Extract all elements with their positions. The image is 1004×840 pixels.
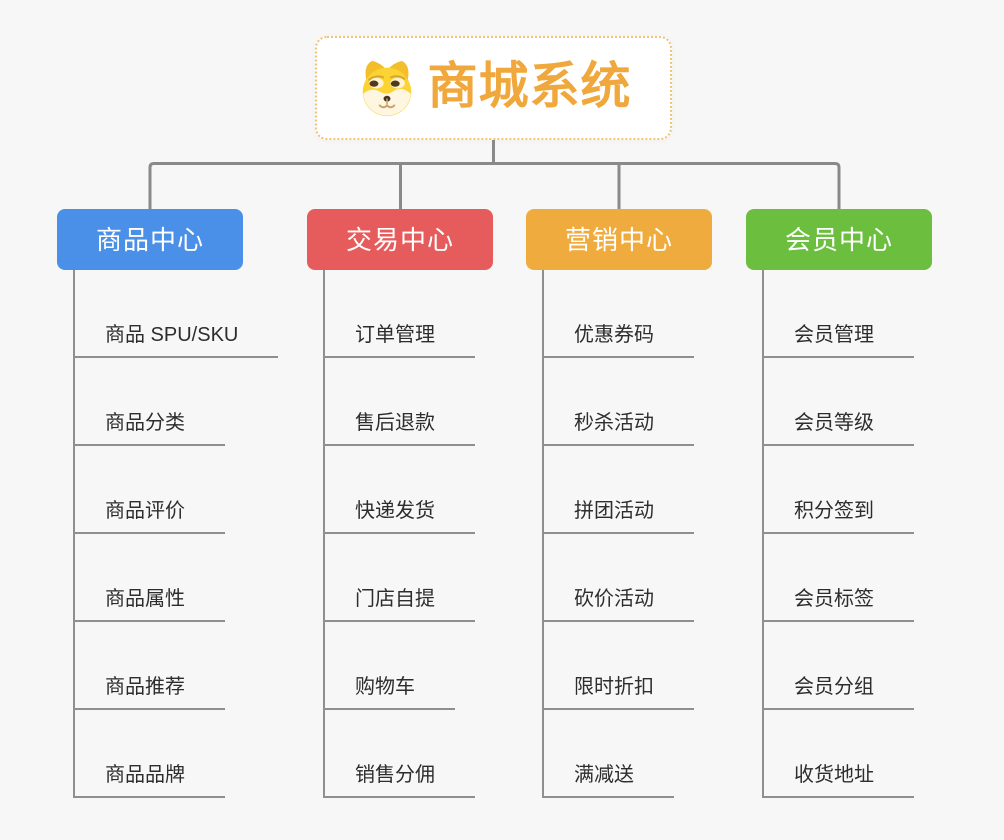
leaf-row: 售后退款 bbox=[325, 358, 573, 446]
leaf-row: 销售分佣 bbox=[325, 710, 573, 798]
leaf-row: 商品品牌 bbox=[75, 710, 323, 798]
leaf-row: 快递发货 bbox=[325, 446, 573, 534]
leaf-store-pickup[interactable]: 门店自提 bbox=[325, 587, 475, 622]
leaf-member-level[interactable]: 会员等级 bbox=[764, 411, 914, 446]
leaf-row: 会员分组 bbox=[764, 622, 1004, 710]
leaf-row: 秒杀活动 bbox=[544, 358, 792, 446]
children-column-product-center: 商品 SPU/SKU 商品分类 商品评价 商品属性 商品推荐 商品品牌 bbox=[73, 270, 323, 798]
branch-node-trade-center[interactable]: 交易中心 bbox=[307, 209, 493, 270]
leaf-after-sale-refund[interactable]: 售后退款 bbox=[325, 411, 475, 446]
branch-node-marketing-center[interactable]: 营销中心 bbox=[526, 209, 712, 270]
leaf-product-review[interactable]: 商品评价 bbox=[75, 499, 225, 534]
leaf-product-category[interactable]: 商品分类 bbox=[75, 411, 225, 446]
branch-label: 交易中心 bbox=[345, 224, 454, 255]
leaf-row: 会员标签 bbox=[764, 534, 1004, 622]
leaf-group-buy[interactable]: 拼团活动 bbox=[544, 499, 694, 534]
leaf-product-attribute[interactable]: 商品属性 bbox=[75, 587, 225, 622]
leaf-limited-time-discount[interactable]: 限时折扣 bbox=[544, 675, 694, 710]
leaf-shopping-cart[interactable]: 购物车 bbox=[325, 675, 455, 710]
leaf-member-management[interactable]: 会员管理 bbox=[764, 323, 914, 358]
leaf-row: 门店自提 bbox=[325, 534, 573, 622]
root-title: 商城系统 bbox=[427, 58, 632, 114]
leaf-flash-sale[interactable]: 秒杀活动 bbox=[544, 411, 694, 446]
leaf-row: 会员管理 bbox=[764, 270, 1004, 358]
leaf-points-checkin[interactable]: 积分签到 bbox=[764, 499, 914, 534]
leaf-bargain-activity[interactable]: 砍价活动 bbox=[544, 587, 694, 622]
leaf-product-recommend[interactable]: 商品推荐 bbox=[75, 675, 225, 710]
leaf-shipping-address[interactable]: 收货地址 bbox=[764, 763, 914, 798]
branch-label: 会员中心 bbox=[784, 224, 893, 255]
children-column-trade-center: 订单管理 售后退款 快递发货 门店自提 购物车 销售分佣 bbox=[323, 270, 573, 798]
children-column-marketing-center: 优惠券码 秒杀活动 拼团活动 砍价活动 限时折扣 满减送 bbox=[542, 270, 792, 798]
leaf-row: 砍价活动 bbox=[544, 534, 792, 622]
leaf-full-reduction[interactable]: 满减送 bbox=[544, 763, 674, 798]
root-node[interactable]: 商城系统 bbox=[315, 36, 672, 140]
leaf-row: 会员等级 bbox=[764, 358, 1004, 446]
leaf-express-delivery[interactable]: 快递发货 bbox=[325, 499, 475, 534]
leaf-coupon-code[interactable]: 优惠券码 bbox=[544, 323, 694, 358]
leaf-row: 订单管理 bbox=[325, 270, 573, 358]
branch-rail-connector bbox=[148, 162, 841, 209]
branch-label: 营销中心 bbox=[564, 224, 673, 255]
leaf-product-brand[interactable]: 商品品牌 bbox=[75, 763, 225, 798]
leaf-sales-commission[interactable]: 销售分佣 bbox=[325, 763, 475, 798]
leaf-product-spu-sku[interactable]: 商品 SPU/SKU bbox=[75, 323, 279, 358]
leaf-row: 商品 SPU/SKU bbox=[75, 270, 323, 358]
leaf-row: 商品属性 bbox=[75, 534, 323, 622]
leaf-member-tag[interactable]: 会员标签 bbox=[764, 587, 914, 622]
leaf-row: 商品评价 bbox=[75, 446, 323, 534]
leaf-row: 积分签到 bbox=[764, 446, 1004, 534]
leaf-member-group[interactable]: 会员分组 bbox=[764, 675, 914, 710]
leaf-row: 拼团活动 bbox=[544, 446, 792, 534]
leaf-row: 限时折扣 bbox=[544, 622, 792, 710]
branch-label: 商品中心 bbox=[95, 224, 204, 255]
leaf-row: 收货地址 bbox=[764, 710, 1004, 798]
leaf-order-management[interactable]: 订单管理 bbox=[325, 323, 475, 358]
leaf-row: 商品分类 bbox=[75, 358, 323, 446]
leaf-row: 购物车 bbox=[325, 622, 573, 710]
leaf-row: 优惠券码 bbox=[544, 270, 792, 358]
doge-icon bbox=[362, 60, 411, 117]
branch-node-member-center[interactable]: 会员中心 bbox=[746, 209, 932, 270]
leaf-row: 商品推荐 bbox=[75, 622, 323, 710]
leaf-row: 满减送 bbox=[544, 710, 792, 798]
branch-node-product-center[interactable]: 商品中心 bbox=[57, 209, 243, 270]
children-column-member-center: 会员管理 会员等级 积分签到 会员标签 会员分组 收货地址 bbox=[762, 270, 1004, 798]
